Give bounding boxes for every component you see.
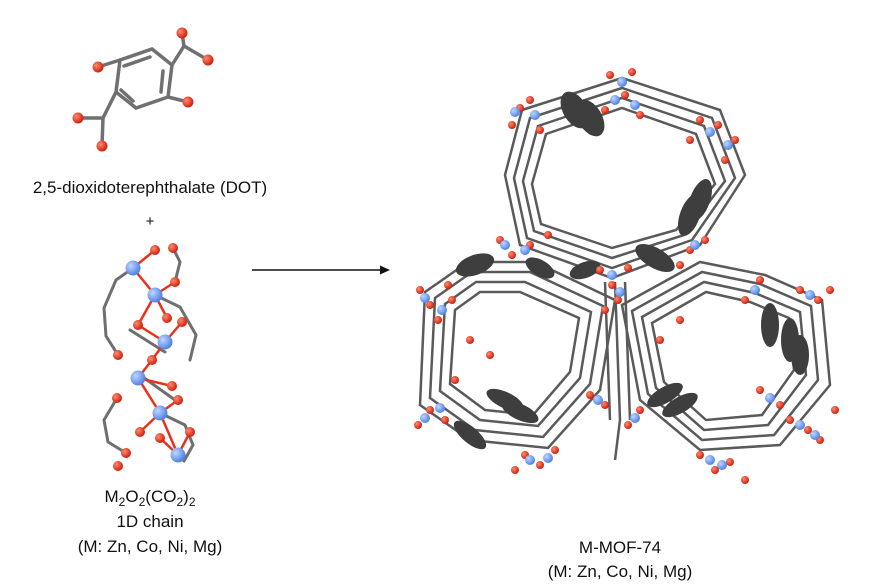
chain-oxygen-atoms [112, 243, 195, 471]
chain-type-label: 1D chain [116, 512, 184, 531]
product-metals-label: (M: Zn, Co, Ni, Mg) [547, 562, 693, 581]
framework-aromatic-rings [453, 91, 809, 450]
product-name-label: M-MOF-74 [578, 538, 662, 557]
plus-sign: + [145, 213, 155, 230]
chain-backbone [102, 246, 198, 463]
framework-oxygen-atoms [414, 68, 839, 484]
chain-metals-label: (M: Zn, Co, Ni, Mg) [77, 537, 223, 556]
framework-metal-atoms [420, 77, 820, 470]
chain-metal-atoms [125, 260, 186, 463]
mof-74-framework [414, 68, 839, 484]
ligand-name-label: 2,5-dioxidoterephthalate (DOT) [32, 178, 268, 197]
dot-ligand-molecule [76, 31, 210, 148]
chain-formula-label: M2O2(CO2)2 [104, 487, 196, 509]
dot-oxygen-atoms [72, 27, 214, 152]
reaction-arrow [252, 265, 390, 275]
